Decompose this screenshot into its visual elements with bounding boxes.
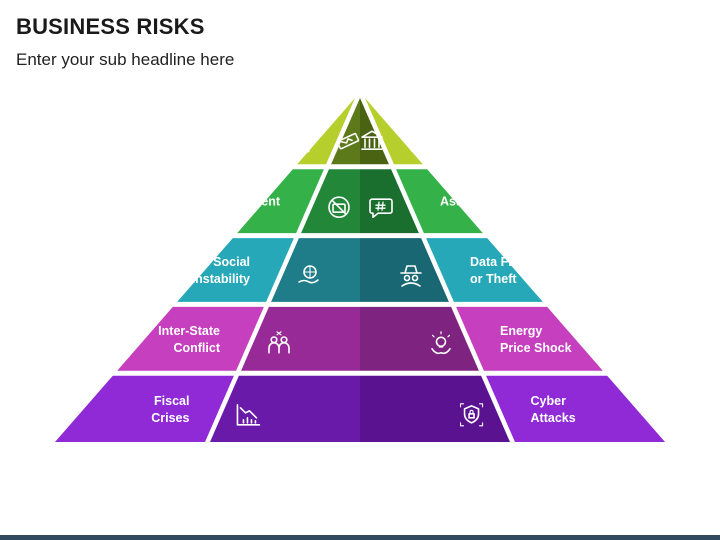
tier-4-core-left [241,306,360,371]
government-building-icon [361,130,383,150]
declining-chart-icon [236,404,261,426]
tier-4-right-band [456,306,603,371]
page-title: BUSINESS RISKS [16,14,205,39]
tier-1-left-band [297,98,355,165]
hand-globe-icon [298,265,319,284]
broken-infrastructure-icon [336,132,360,150]
tier-5-right-band [486,375,665,442]
tier-2-right-label: Asset Bubble [440,195,520,209]
cyber-shield-icon [459,403,484,427]
tier-1-core-left [331,98,360,165]
footer-bar [0,535,720,540]
tier-1-right-band [365,98,423,165]
tier-2-left-label: Unemployment [190,195,281,209]
tier-5-core-right [360,375,510,442]
page-subtitle: Enter your sub headline here [16,50,235,69]
tier-3-core-right [360,238,449,302]
tier-3-right-band [426,238,543,302]
tier-5-left-band [55,375,234,442]
tier-1-core-right [360,98,389,165]
tier-5-core-left [210,375,360,442]
no-job-icon [328,196,350,218]
tier-4-left-band [117,306,264,371]
tier-2-core-right [360,169,419,234]
pyramid-tier-2: Unemployment Asset Bubble [190,169,520,234]
energy-bulb-icon [431,331,451,355]
hashtag-bubble-icon [369,198,393,218]
spy-icon [400,265,422,287]
tier-2-left-band [237,169,324,234]
conflict-people-icon [268,331,290,354]
tier-2-right-band [396,169,483,234]
tier-3-left-band [177,238,294,302]
tier-4-core-right [360,306,479,371]
